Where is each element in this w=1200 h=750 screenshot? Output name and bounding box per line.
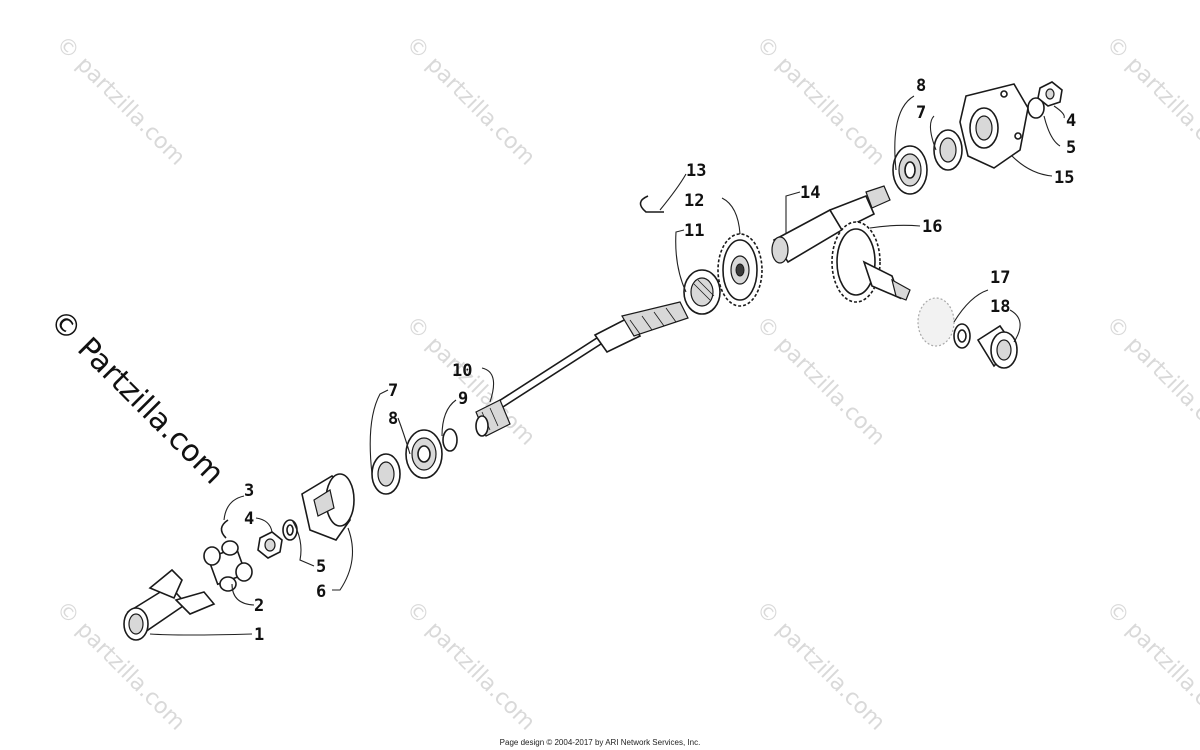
watermark: © partzilla.com [751, 312, 890, 451]
part-16-driven-gear [831, 221, 911, 303]
part-11-needle-bearing [683, 269, 721, 315]
callout-15: 15 [1054, 168, 1074, 188]
part-5-washer [282, 519, 298, 541]
part-9-o-ring [442, 428, 458, 452]
callout-17: 17 [990, 268, 1010, 288]
part-4-nut [257, 531, 283, 559]
leader-lines [149, 95, 1065, 636]
callout-6: 6 [316, 582, 326, 602]
callout-18: 18 [990, 297, 1010, 317]
callout-12: 12 [684, 191, 704, 211]
watermark: © partzilla.com [751, 32, 890, 171]
watermark: © partzilla.com [751, 597, 890, 736]
callout-4-right: 4 [1066, 111, 1076, 131]
part-13-snap-ring [639, 195, 664, 213]
part-8-bearing [405, 429, 443, 479]
part-15-housing [959, 83, 1029, 169]
part-8-bearing-right [892, 145, 928, 195]
footer-copyright: Page design © 2004-2017 by ARI Network S… [499, 738, 701, 747]
callout-1: 1 [254, 625, 264, 645]
watermark: © partzilla.com [401, 597, 540, 736]
part-5-washer-right [1027, 97, 1045, 119]
callout-3: 3 [244, 481, 254, 501]
callout-14: 14 [800, 183, 820, 203]
part-7-seal-right [933, 129, 963, 171]
callout-5-right: 5 [1066, 138, 1076, 158]
callout-10: 10 [452, 361, 472, 381]
callout-8-right: 8 [916, 76, 926, 96]
watermark-grid: © partzilla.com © partzilla.com © partzi… [42, 32, 1200, 736]
watermark-main: © Partzilla.com [42, 303, 230, 491]
part-4-nut-right [1037, 81, 1063, 107]
callout-7-right: 7 [916, 103, 926, 123]
part-2-universal-joint [203, 540, 253, 592]
watermark: © partzilla.com [401, 32, 540, 171]
callout-2: 2 [254, 596, 264, 616]
callout-16: 16 [922, 217, 942, 237]
watermark: © partzilla.com [1101, 32, 1200, 171]
part-6-yoke-flange [301, 473, 355, 541]
callout-4: 4 [244, 509, 254, 529]
part-1-yoke [123, 568, 216, 641]
callout-labels: 1 2 3 4 5 6 7 8 9 10 11 12 13 14 16 17 1… [244, 76, 1076, 645]
callout-9: 9 [458, 389, 468, 409]
watermark: © partzilla.com [51, 597, 190, 736]
part-17-washer [917, 297, 971, 349]
callout-11: 11 [684, 221, 704, 241]
callout-13: 13 [686, 161, 706, 181]
part-3-snap-ring [220, 519, 229, 539]
callout-7: 7 [388, 381, 398, 401]
main-shaft [475, 301, 689, 437]
callout-5: 5 [316, 557, 326, 577]
callout-8: 8 [388, 409, 398, 429]
watermark: © partzilla.com [1101, 597, 1200, 736]
watermark: © partzilla.com [51, 32, 190, 171]
watermark: © partzilla.com [1101, 312, 1200, 451]
part-12-gear [717, 233, 763, 307]
part-7-seal [371, 453, 401, 495]
part-18-bearing [976, 324, 1018, 369]
